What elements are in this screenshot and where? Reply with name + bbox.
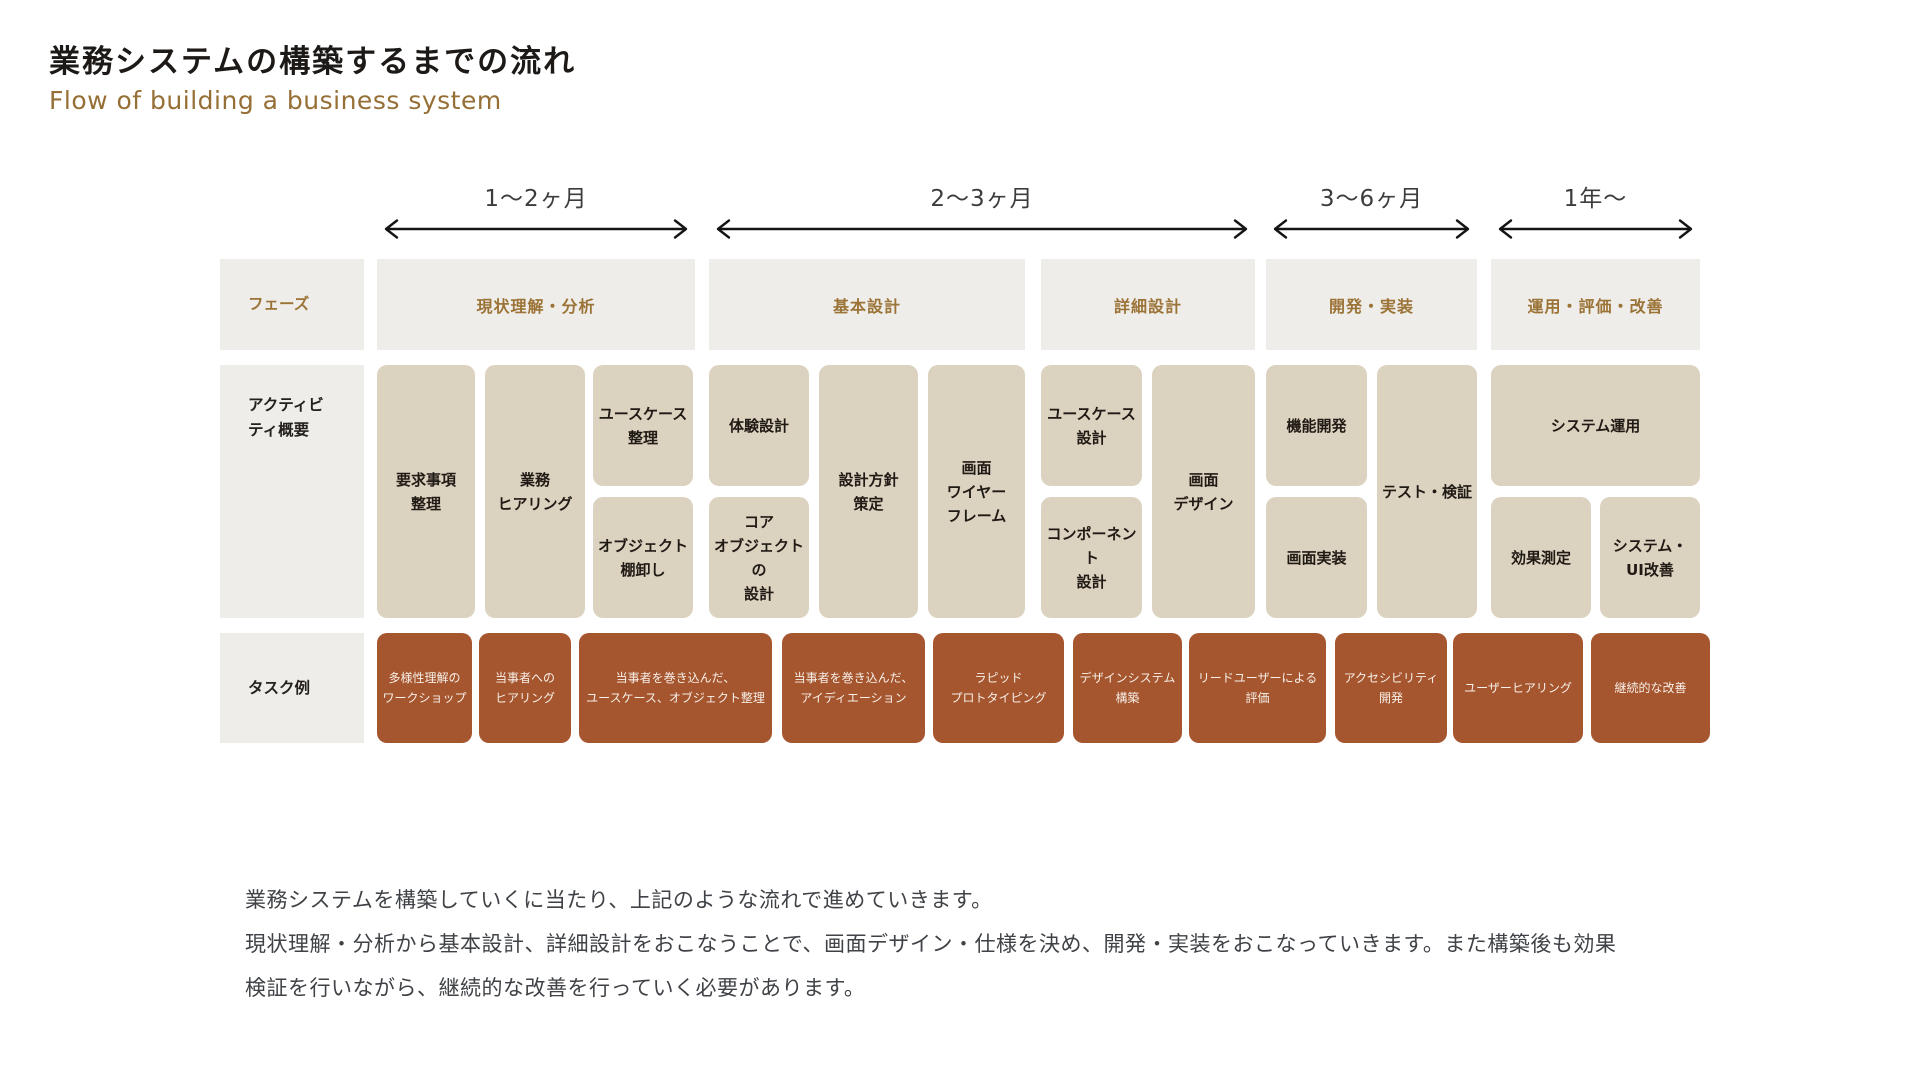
page-subtitle: Flow of building a business system: [49, 86, 502, 115]
double-arrow-icon: [716, 219, 1248, 239]
notes-line: 検証を行いながら、継続的な改善を行っていく必要があります。: [245, 976, 866, 1000]
task-accessibility-development: アクセシビリティ 開発: [1335, 633, 1447, 743]
phase-box-detailed-design: 詳細設計: [1041, 259, 1255, 350]
phase-box-basic-design: 基本設計: [709, 259, 1025, 350]
task-stakeholder-hearing: 当事者への ヒアリング: [479, 633, 571, 743]
activity-design-policy: 設計方針 策定: [819, 365, 918, 618]
row-label-task: タスク例: [220, 633, 364, 743]
activity-screen-implementation: 画面実装: [1266, 497, 1367, 618]
activity-usecase-organize: ユースケース 整理: [593, 365, 693, 486]
activity-object-inventory: オブジェクト 棚卸し: [593, 497, 693, 618]
activity-screen-design: 画面 デザイン: [1152, 365, 1255, 618]
timeline-label: 2〜3ヶ月: [930, 186, 1034, 212]
activity-screen-wireframe: 画面 ワイヤー フレーム: [928, 365, 1025, 618]
activity-usecase-design: ユースケース 設計: [1041, 365, 1142, 486]
notes-line: 業務システムを構築していくに当たり、上記のような流れで進めていきます。: [245, 888, 993, 912]
activity-experience-design: 体験設計: [709, 365, 809, 486]
activity-component-design: コンポーネント 設計: [1041, 497, 1142, 618]
timeline-segment-4: 1年〜: [1491, 178, 1700, 244]
activity-feature-development: 機能開発: [1266, 365, 1367, 486]
timeline-label: 1〜2ヶ月: [484, 186, 588, 212]
task-usecase-object-organize: 当事者を巻き込んだ、 ユースケース、オブジェクト整理: [579, 633, 772, 743]
timeline-label: 1年〜: [1563, 186, 1628, 212]
timeline-segment-2: 2〜3ヶ月: [709, 178, 1255, 244]
row-label-phase: フェーズ: [220, 259, 364, 350]
page-title: 業務システムの構築するまでの流れ: [49, 44, 577, 80]
task-diversity-workshop: 多様性理解の ワークショップ: [377, 633, 472, 743]
phase-box-operation: 運用・評価・改善: [1491, 259, 1700, 350]
task-continuous-improvement: 継続的な改善: [1591, 633, 1710, 743]
phase-box-development: 開発・実装: [1266, 259, 1477, 350]
task-user-hearing: ユーザーヒアリング: [1453, 633, 1583, 743]
double-arrow-icon: [1273, 219, 1470, 239]
task-ideation: 当事者を巻き込んだ、 アイディエーション: [782, 633, 925, 743]
activity-effect-measurement: 効果測定: [1491, 497, 1591, 618]
timeline-segment-1: 1〜2ヶ月: [377, 178, 695, 244]
task-lead-user-evaluation: リードユーザーによる 評価: [1189, 633, 1326, 743]
notes-line: 現状理解・分析から基本設計、詳細設計をおこなうことで、画面デザイン・仕様を決め、…: [245, 932, 1617, 956]
activity-system-ui-improvement: システム・ UI改善: [1600, 497, 1700, 618]
activity-test-verification: テスト・検証: [1377, 365, 1477, 618]
task-design-system: デザインシステム 構築: [1073, 633, 1182, 743]
activity-system-operation: システム運用: [1491, 365, 1700, 486]
double-arrow-icon: [1498, 219, 1693, 239]
activity-business-hearing: 業務 ヒアリング: [485, 365, 585, 618]
double-arrow-icon: [384, 219, 688, 239]
timeline-segment-3: 3〜6ヶ月: [1266, 178, 1477, 244]
row-label-activity: アクティビ ティ概要: [220, 365, 364, 618]
timeline-label: 3〜6ヶ月: [1319, 186, 1424, 212]
activity-core-object-design: コア オブジェクトの 設計: [709, 497, 809, 618]
task-rapid-prototyping: ラピッド プロトタイピング: [933, 633, 1064, 743]
notes-paragraph: 業務システムを構築していくに当たり、上記のような流れで進めていきます。 現状理解…: [245, 878, 1735, 1010]
phase-box-analysis: 現状理解・分析: [377, 259, 695, 350]
activity-requirements: 要求事項 整理: [377, 365, 475, 618]
